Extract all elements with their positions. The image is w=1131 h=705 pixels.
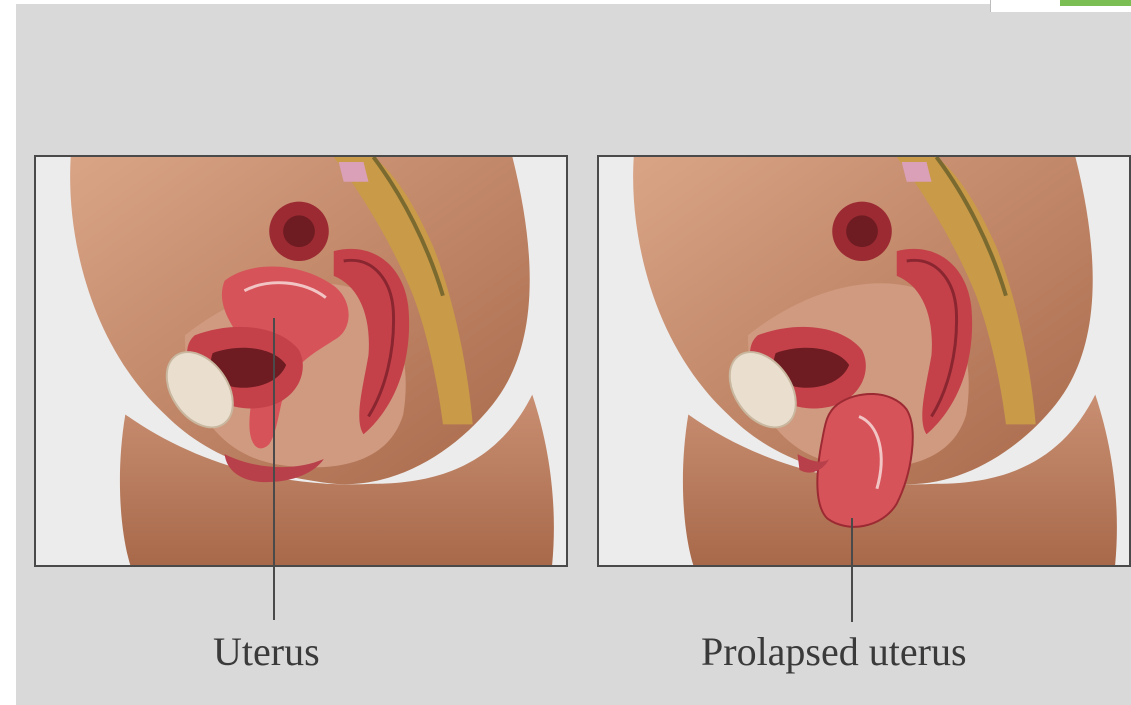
prolapsed-anatomy-illustration (599, 157, 1129, 565)
spine-disc (339, 162, 369, 182)
prolapsed-uterus-label: Prolapsed uterus (701, 632, 967, 672)
uterus-label: Uterus (213, 632, 320, 672)
corner-green-tab (1060, 0, 1131, 6)
normal-anatomy-illustration (36, 157, 566, 565)
prolapsed-anatomy-panel (597, 155, 1131, 567)
uterus-leader-line (273, 318, 275, 620)
prolapsed-uterus-leader-line (851, 518, 853, 622)
normal-anatomy-panel (34, 155, 568, 567)
